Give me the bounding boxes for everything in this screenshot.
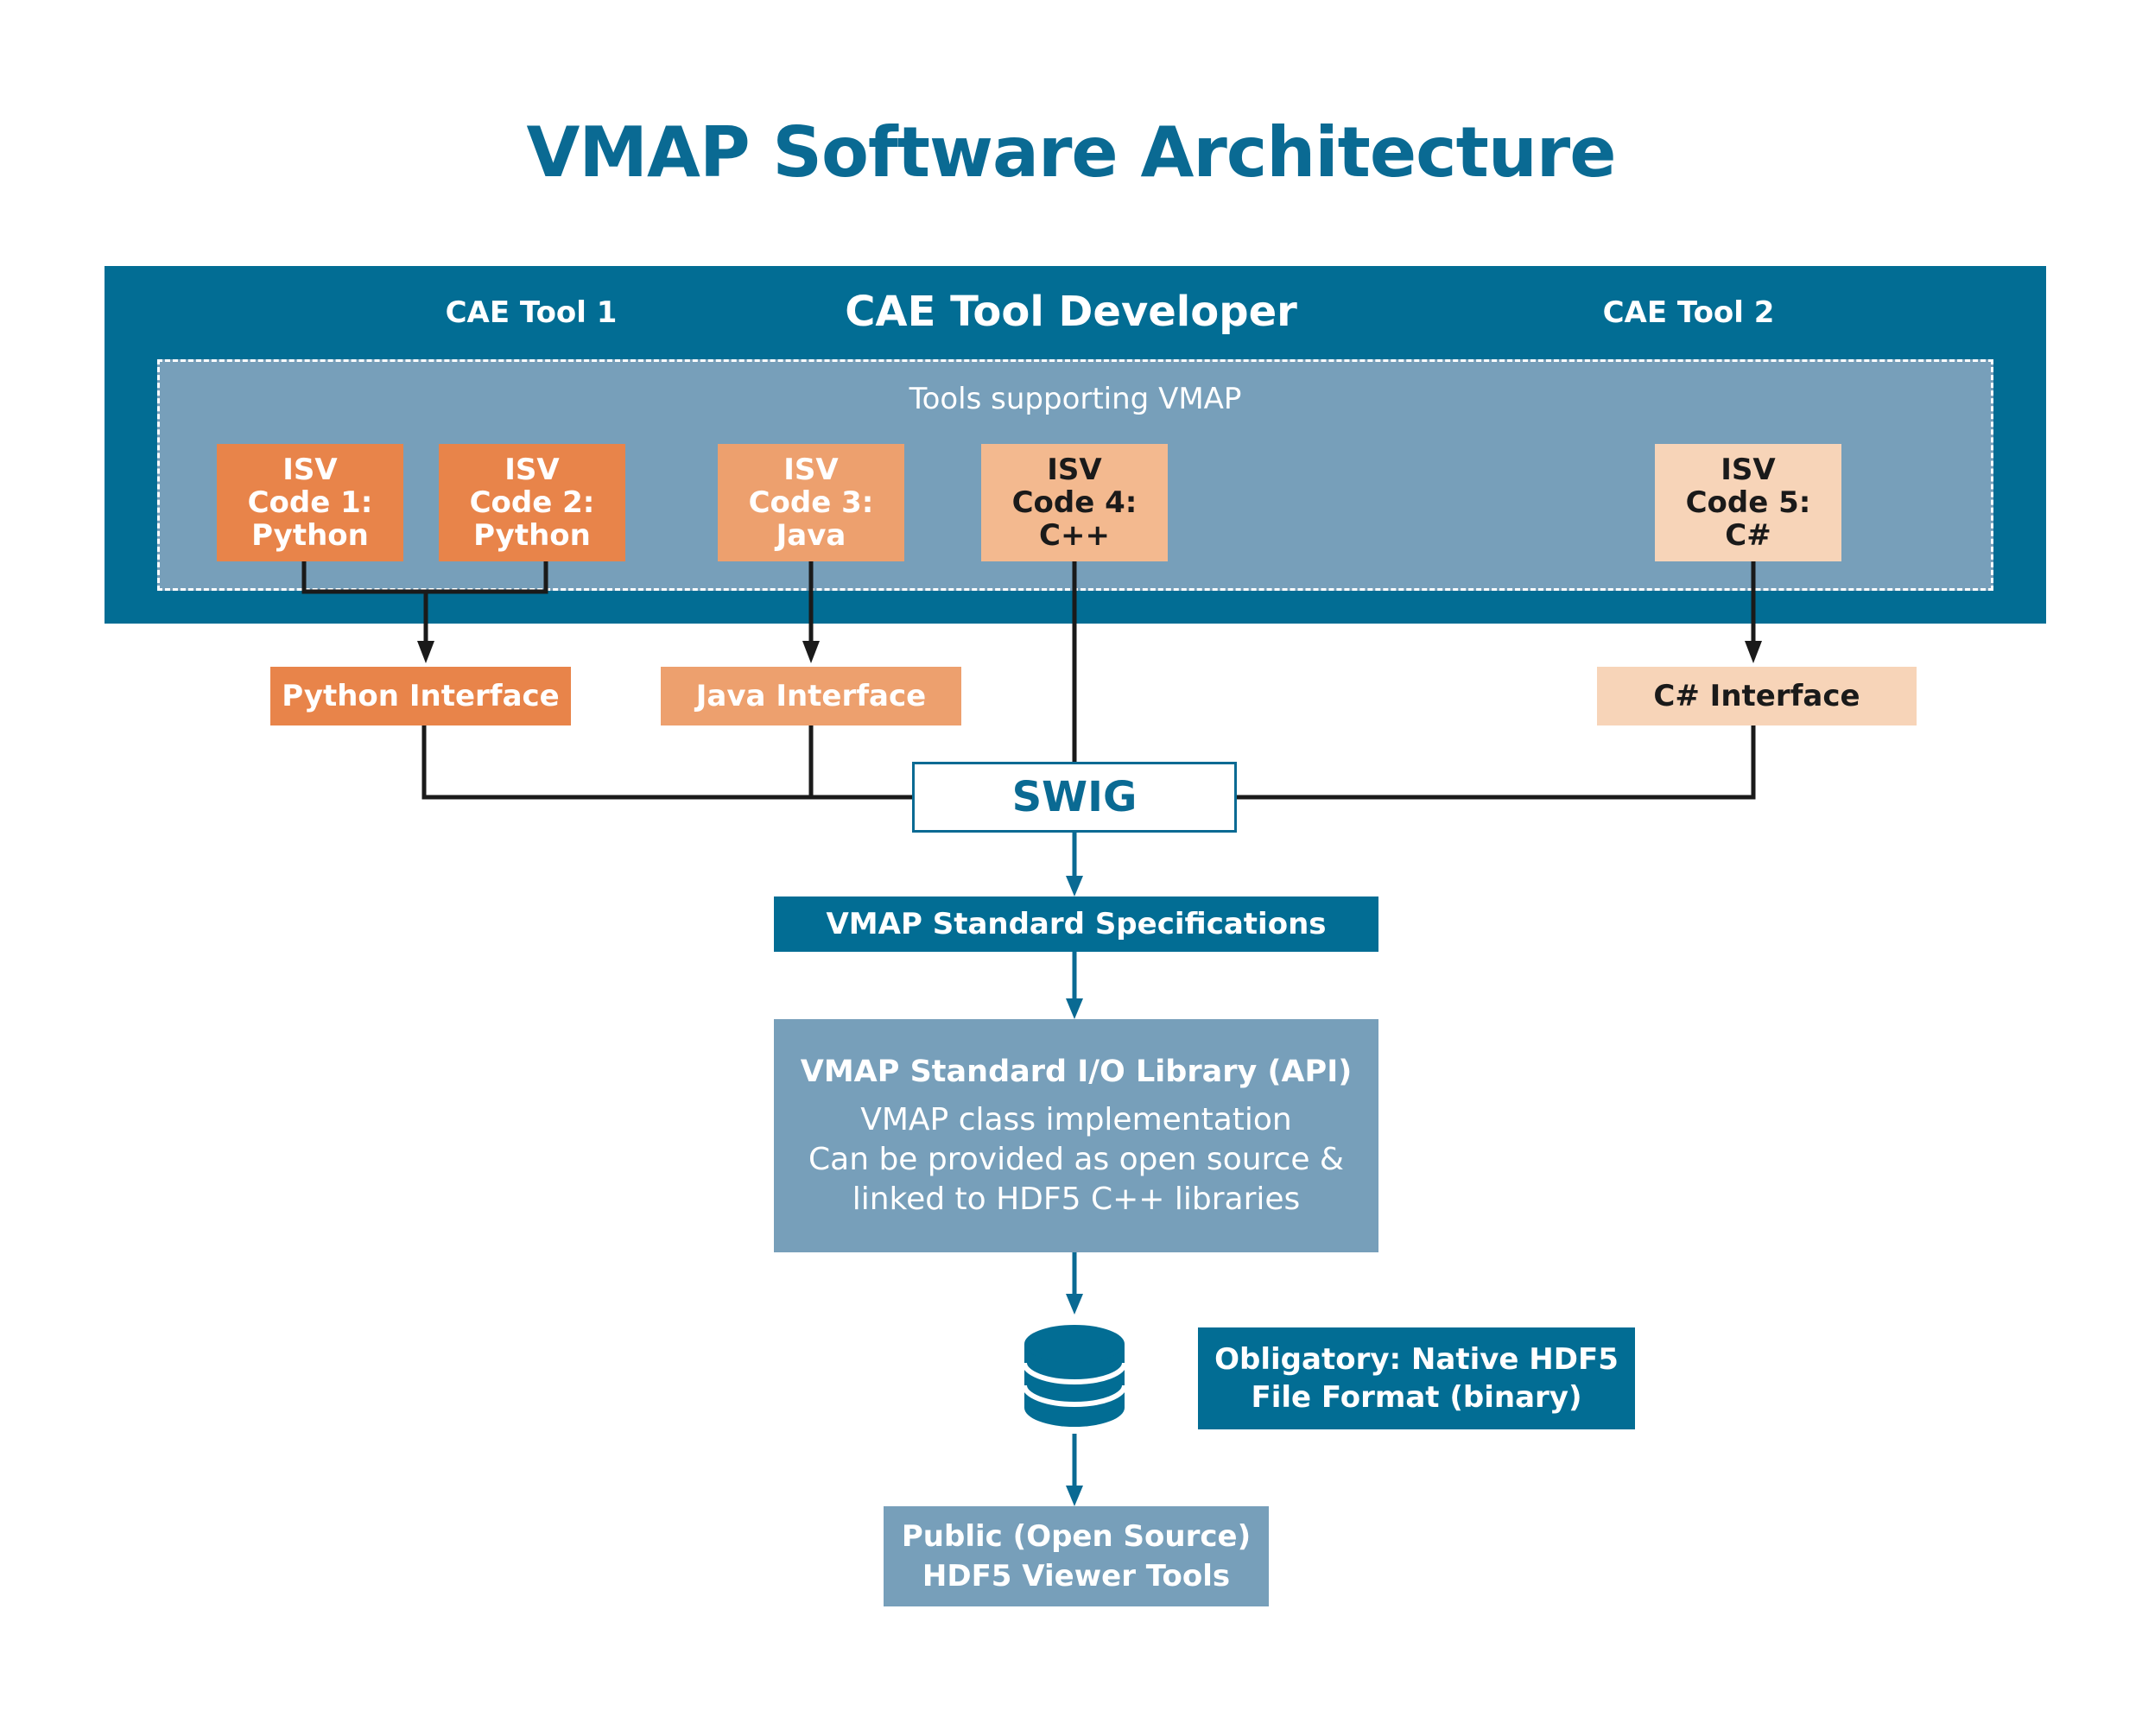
isv-code-1-line3: Python (251, 518, 369, 553)
obligatory-line-1: Obligatory: Native HDF5 (1214, 1342, 1619, 1377)
isv-code-4-line1: ISV (1047, 453, 1102, 487)
isv-code-2-line1: ISV (504, 453, 560, 487)
vmap-io-library-box: VMAP Standard I/O Library (API) VMAP cla… (774, 1019, 1378, 1252)
python-arrowhead (417, 641, 434, 663)
db-arrowhead (1066, 1294, 1083, 1315)
library-line-1: VMAP class implementation (860, 1102, 1292, 1137)
obligatory-format-box: Obligatory: Native HDF5 File Format (bin… (1198, 1327, 1635, 1429)
isv-code-3-box: ISV Code 3: Java (718, 444, 904, 561)
isv-code-1-line1: ISV (282, 453, 338, 487)
isv-code-3-line3: Java (776, 518, 846, 553)
isv-code-4-line2: Code 4: (1011, 485, 1138, 520)
python-join-line (301, 561, 548, 594)
csharp-to-swig-line (1237, 725, 1756, 800)
lib-arrowhead (1066, 998, 1083, 1019)
isv-code-2-line2: Code 2: (469, 485, 595, 520)
library-line-2: Can be provided as open source & (808, 1142, 1344, 1177)
isv-code-5-line3: C# (1725, 518, 1771, 553)
isv-code-3-line2: Code 3: (748, 485, 874, 520)
viewer-line-2: HDF5 Viewer Tools (922, 1559, 1231, 1593)
isv-code-1-box: ISV Code 1: Python (217, 444, 403, 561)
library-line-3: linked to HDF5 C++ libraries (852, 1182, 1301, 1217)
viewer-line-1: Public (Open Source) (901, 1519, 1252, 1554)
vmap-standard-specifications-box: VMAP Standard Specifications (774, 897, 1378, 952)
cae-tool-1-label: CAE Tool 1 (445, 295, 618, 330)
isv-code-3-line1: ISV (783, 453, 839, 487)
java-interface-box: Java Interface (661, 667, 961, 725)
tools-supporting-label: Tools supporting VMAP (909, 382, 1242, 416)
viewer-arrowhead (1066, 1486, 1083, 1506)
java-arrowhead (802, 641, 820, 663)
developer-title: CAE Tool Developer (845, 288, 1297, 336)
isv-code-2-line3: Python (473, 518, 591, 553)
isv-code-5-line2: Code 5: (1685, 485, 1811, 520)
spec-arrowhead (1066, 876, 1083, 897)
library-heading: VMAP Standard I/O Library (API) (800, 1055, 1353, 1089)
isv-code-4-line3: C++ (1039, 518, 1110, 553)
python-to-swig-line (421, 725, 912, 800)
page-title: VMAP Software Architecture (526, 112, 1617, 193)
isv-code-5-line1: ISV (1721, 453, 1776, 487)
csharp-interface-box: C# Interface (1597, 667, 1917, 725)
csharp-arrowhead (1745, 641, 1762, 663)
obligatory-line-2: File Format (binary) (1251, 1380, 1582, 1415)
hdf5-viewer-tools-box: Public (Open Source) HDF5 Viewer Tools (884, 1506, 1269, 1606)
database-icon (1022, 1325, 1127, 1427)
isv-code-1-line2: Code 1: (247, 485, 373, 520)
cae-tool-2-label: CAE Tool 2 (1602, 295, 1775, 330)
isv-code-5-box: ISV Code 5: C# (1655, 444, 1841, 561)
swig-box: SWIG (912, 762, 1237, 833)
isv-code-2-box: ISV Code 2: Python (439, 444, 625, 561)
python-interface-box: Python Interface (270, 667, 571, 725)
isv-code-4-box: ISV Code 4: C++ (981, 444, 1168, 561)
